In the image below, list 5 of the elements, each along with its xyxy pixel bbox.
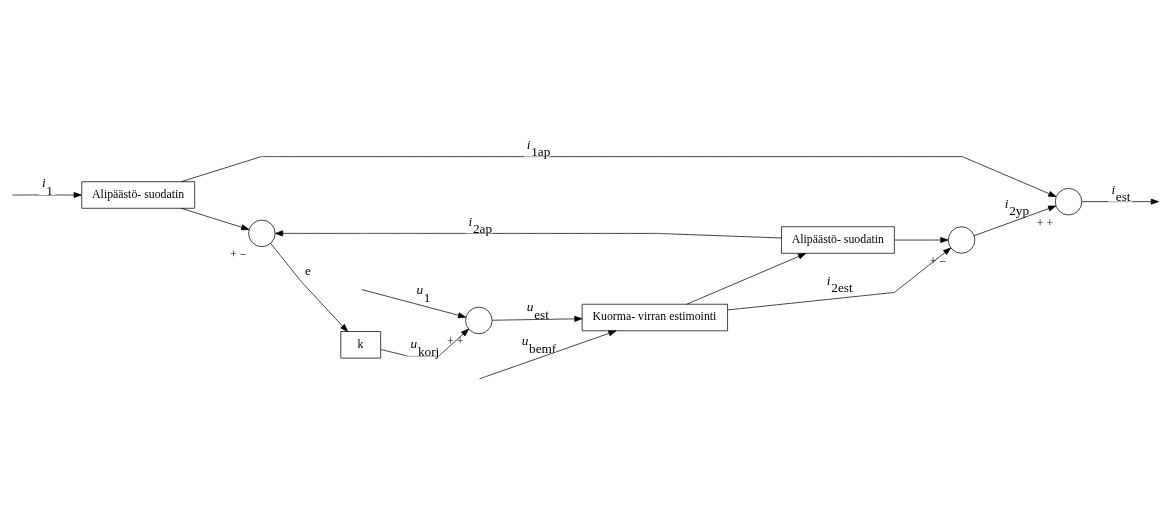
- node-label: + +: [447, 334, 464, 349]
- node-label: + −: [230, 247, 247, 262]
- node-label: + −: [929, 253, 947, 268]
- edge-label: e: [305, 263, 311, 279]
- node-label: + +: [1036, 215, 1054, 230]
